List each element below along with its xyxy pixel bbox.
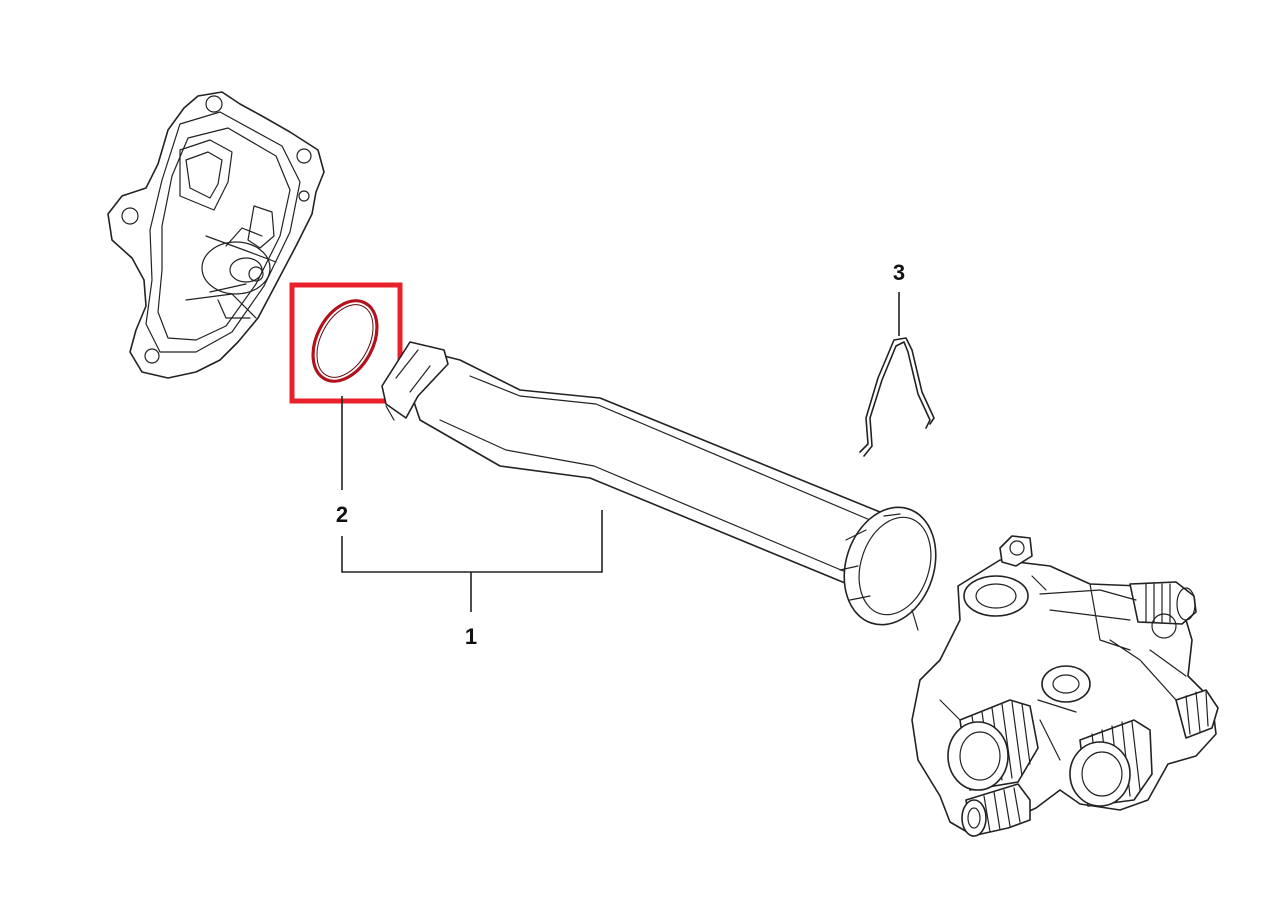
highlight-box xyxy=(289,282,403,404)
thermostat-housing[interactable] xyxy=(911,535,1219,837)
leader-lines xyxy=(341,292,900,612)
callout-1: 1 xyxy=(465,624,477,649)
water-pump-housing[interactable] xyxy=(107,91,325,379)
coolant-pipe[interactable] xyxy=(381,341,950,637)
callout-2: 2 xyxy=(336,502,348,527)
o-ring-part-2[interactable] xyxy=(300,290,390,392)
spring-clip-part-3[interactable] xyxy=(859,337,935,457)
callout-3: 3 xyxy=(893,260,905,285)
